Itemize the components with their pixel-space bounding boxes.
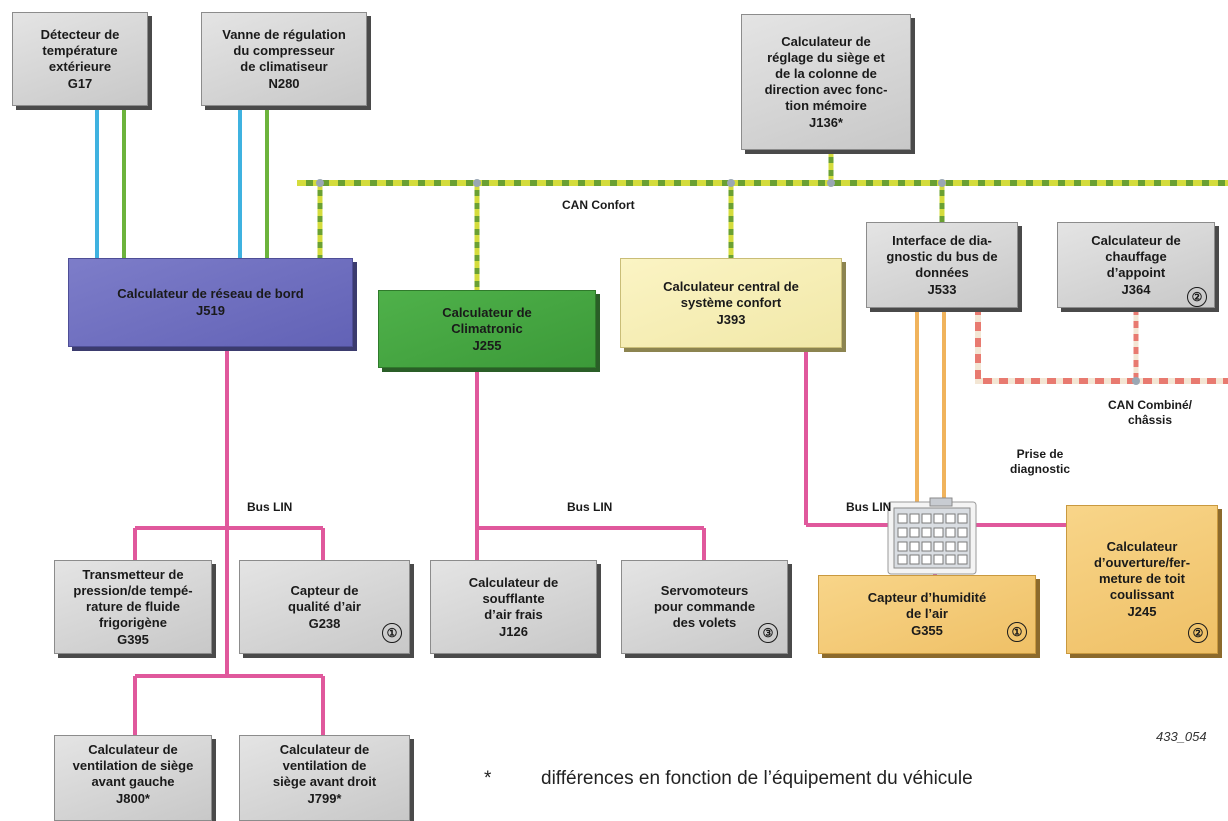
box-g355: Capteur d’humidité de l’air G355 ①	[818, 575, 1036, 654]
can-combine-bus	[975, 306, 1228, 385]
label-can-confort: CAN Confort	[562, 198, 635, 212]
box-j519-code: J519	[196, 303, 225, 318]
box-g395: Transmetteur de pression/de tempé- ratur…	[54, 560, 212, 654]
box-g238: Capteur de qualité d’air G238 ①	[239, 560, 410, 654]
box-j364: Calculateur de chauffage d’appoint J364 …	[1057, 222, 1215, 308]
box-g17-code: G17	[67, 75, 93, 91]
box-j364-code: J364	[1121, 281, 1151, 297]
label-bus-lin-2: Bus LIN	[567, 500, 613, 514]
box-j126: Calculateur de soufflante d’air frais J1…	[430, 560, 597, 654]
box-j519: Calculateur de réseau de bord J519	[68, 258, 353, 347]
badge-3-servomoteurs: ③	[758, 623, 778, 643]
badge-1-g238: ①	[382, 623, 402, 643]
box-j800-code: J800*	[116, 791, 150, 806]
box-j255-name: Calculateur de Climatronic	[442, 304, 532, 336]
box-j136-name: Calculateur de réglage du siège et de la…	[764, 33, 888, 113]
box-j799-name: Calculateur de ventilation de siège avan…	[272, 742, 377, 789]
label-bus-lin-3: Bus LIN	[846, 500, 892, 514]
box-j245-code: J245	[1127, 604, 1157, 619]
box-j393-name: Calculateur central de système confort	[663, 278, 799, 310]
box-j245-name: Calculateur d’ouverture/fer- meture de t…	[1093, 539, 1191, 602]
box-j800-name: Calculateur de ventilation de siège avan…	[72, 742, 194, 789]
box-j364-name: Calculateur de chauffage d’appoint	[1091, 232, 1181, 280]
box-j533-code: J533	[927, 281, 957, 297]
lin-bus-j255	[475, 368, 706, 560]
box-j255: Calculateur de Climatronic J255	[378, 290, 596, 368]
badge-2-j364: ②	[1187, 287, 1207, 307]
box-g395-code: G395	[117, 631, 149, 647]
badge-1-g355: ①	[1007, 622, 1027, 642]
footnote-mark: *	[484, 768, 492, 789]
box-j533: Interface de dia- gnostic du bus de donn…	[866, 222, 1018, 308]
label-can-combine: CAN Combiné/ châssis	[1108, 398, 1192, 427]
badge-2-j245: ②	[1188, 623, 1208, 643]
box-g17: Détecteur de température extérieure G17	[12, 12, 148, 106]
box-g238-name: Capteur de qualité d’air	[288, 582, 361, 614]
diagnostic-connector-icon	[887, 497, 977, 575]
box-j799: Calculateur de ventilation de siège avan…	[239, 735, 410, 821]
box-j533-name: Interface de dia- gnostic du bus de donn…	[886, 232, 998, 280]
box-servomoteurs-name: Servomoteurs pour commande des volets	[653, 583, 756, 630]
box-j255-code: J255	[472, 337, 502, 353]
box-j136: Calculateur de réglage du siège et de la…	[741, 14, 911, 150]
box-g355-code: G355	[911, 623, 943, 638]
box-j136-code: J136*	[809, 114, 843, 130]
box-n280: Vanne de régulation du compresseur de cl…	[201, 12, 367, 106]
box-j245: Calculateur d’ouverture/fer- meture de t…	[1066, 505, 1218, 654]
box-j799-code: J799*	[307, 791, 342, 806]
box-j126-code: J126	[499, 623, 528, 639]
box-j800: Calculateur de ventilation de siège avan…	[54, 735, 212, 821]
box-j126-name: Calculateur de soufflante d’air frais	[468, 574, 559, 622]
box-g355-name: Capteur d’humidité de l’air	[867, 590, 987, 621]
figure-id: 433_054	[1156, 729, 1207, 744]
box-j393: Calculateur central de système confort J…	[620, 258, 842, 348]
box-g395-name: Transmetteur de pression/de tempé- ratur…	[73, 566, 193, 630]
box-g238-code: G238	[308, 615, 341, 631]
footnote-text: différences en fonction de l’équipement …	[541, 768, 973, 789]
label-prise-diagnostic: Prise de diagnostic	[1010, 447, 1071, 476]
label-bus-lin-1: Bus LIN	[247, 500, 293, 514]
box-n280-name: Vanne de régulation du compresseur de cl…	[222, 26, 346, 74]
can-confort-bus	[297, 150, 1228, 290]
box-j393-code: J393	[716, 311, 746, 327]
box-n280-code: N280	[268, 75, 300, 91]
box-j519-name: Calculateur de réseau de bord	[117, 286, 304, 301]
box-g17-name: Détecteur de température extérieure	[40, 26, 120, 74]
lin-bus-j519	[133, 347, 325, 735]
box-servomoteurs: Servomoteurs pour commande des volets ③	[621, 560, 788, 654]
